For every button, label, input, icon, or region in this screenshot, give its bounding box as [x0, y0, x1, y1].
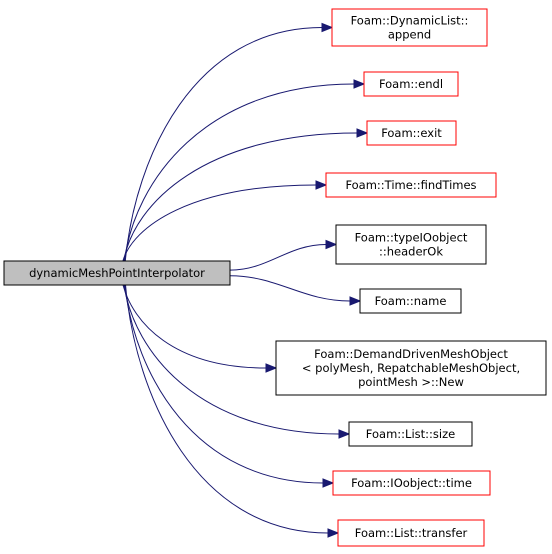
edge-root-to-n_endl [123, 83, 355, 262]
node-box-n_transfer [337, 519, 485, 547]
node-label-n_name-0: Foam::name [375, 294, 447, 308]
arrowhead-n_time [322, 478, 335, 488]
node-root: dynamicMeshPointInterpolator [3, 260, 231, 286]
arrowhead-n_size [338, 429, 351, 439]
edge-root-to-n_findtimes [122, 184, 317, 262]
node-n_time[interactable]: Foam::IOobject::time [332, 470, 491, 496]
node-label-n_findtimes-0: Foam::Time::findTimes [345, 178, 476, 192]
nodes-layer: dynamicMeshPointInterpolator Foam::Dynami… [3, 8, 547, 547]
node-label-n_exit-0: Foam::exit [381, 126, 442, 140]
node-n_headerok[interactable]: Foam::typeIOobject::headerOk [335, 224, 487, 265]
node-n_new[interactable]: Foam::DemandDrivenMeshObject< polyMesh, … [275, 340, 547, 396]
node-box-n_exit [366, 120, 457, 146]
arrowhead-n_exit [356, 128, 369, 138]
arrowhead-n_endl [353, 79, 366, 89]
arrowhead-n_findtimes [315, 180, 328, 190]
node-label-n_new-1: < polyMesh, RepatchableMeshObject, [302, 361, 520, 375]
edges-layer [122, 22, 369, 538]
node-label-n_new-2: pointMesh >::New [358, 375, 464, 389]
node-label-n_append-1: append [388, 28, 431, 42]
node-n_name[interactable]: Foam::name [359, 288, 462, 314]
edge-root-to-n_name [229, 275, 351, 302]
edge-root-to-n_append [124, 27, 323, 262]
node-box-n_size [348, 421, 473, 447]
node-label-root-0: dynamicMeshPointInterpolator [29, 266, 205, 280]
node-box-n_new [275, 340, 547, 396]
node-label-n_endl-0: Foam::endl [379, 77, 443, 91]
node-label-n_transfer-0: Foam::List::transfer [355, 526, 468, 540]
edge-root-to-n_new [122, 284, 267, 369]
arrowhead-n_headerok [325, 239, 338, 250]
node-box-n_endl [363, 71, 459, 97]
arrowhead-n_new [265, 363, 278, 373]
node-box-n_headerok [335, 224, 487, 265]
node-box-n_append [331, 8, 488, 47]
node-label-n_headerok-1: ::headerOk [379, 245, 443, 259]
edge-root-to-n_exit [123, 132, 358, 262]
node-n_transfer[interactable]: Foam::List::transfer [337, 519, 485, 547]
node-n_append[interactable]: Foam::DynamicList::append [331, 8, 488, 47]
edge-root-to-n_transfer [125, 284, 329, 534]
node-n_endl[interactable]: Foam::endl [363, 71, 459, 97]
node-box-root [3, 260, 231, 286]
node-box-n_time [332, 470, 491, 496]
node-box-n_name [359, 288, 462, 314]
node-label-n_new-0: Foam::DemandDrivenMeshObject [314, 347, 508, 361]
arrowhead-n_name [349, 296, 362, 306]
node-label-n_size-0: Foam::List::size [366, 427, 455, 441]
node-label-n_headerok-0: Foam::typeIOobject [355, 231, 468, 245]
node-n_exit[interactable]: Foam::exit [366, 120, 457, 146]
node-n_size[interactable]: Foam::List::size [348, 421, 473, 447]
node-label-n_time-0: Foam::IOobject::time [351, 476, 472, 490]
arrowhead-n_append [321, 22, 334, 33]
edge-root-to-n_size [123, 284, 340, 435]
arrowhead-n_transfer [327, 528, 340, 538]
node-box-n_findtimes [325, 172, 497, 198]
node-label-n_append-0: Foam::DynamicList:: [351, 14, 469, 28]
node-n_findtimes[interactable]: Foam::Time::findTimes [325, 172, 497, 198]
edge-root-to-n_time [124, 284, 324, 484]
edge-root-to-n_headerok [229, 244, 327, 271]
